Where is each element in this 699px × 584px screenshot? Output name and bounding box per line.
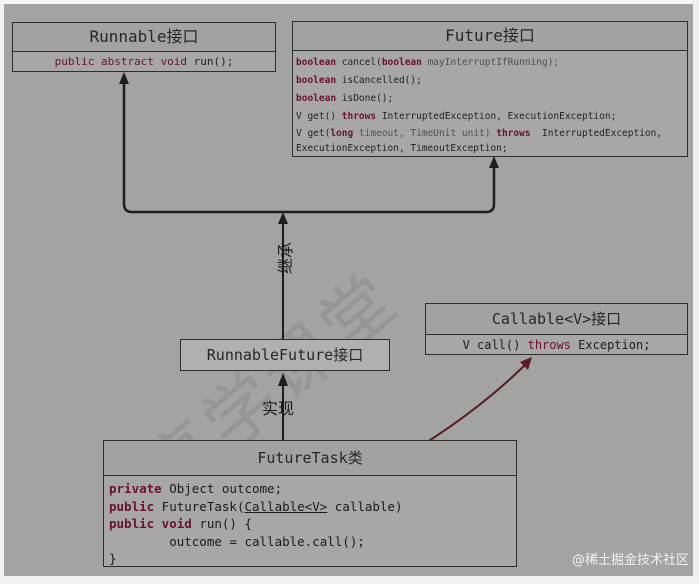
runnable-method-modifiers: public abstract void <box>54 55 188 68</box>
callable-title: Callable<V>接口 <box>426 304 687 335</box>
futuretask-title: FutureTask类 <box>104 441 516 476</box>
futuretask-code: private Object outcome; public FutureTas… <box>104 476 516 568</box>
method-text: mayInterruptIfRunning); <box>421 57 560 68</box>
method-text: Exception; <box>570 338 651 352</box>
keyword: long <box>330 128 354 139</box>
method-text: InterruptedException, ExecutionException… <box>376 111 617 122</box>
extends-label: 继承 <box>276 241 296 275</box>
arrowhead-runnable <box>119 72 129 84</box>
keyword: void <box>154 516 192 531</box>
future-method-get-timeout-cont: ExecutionException, TimeoutException; <box>296 141 687 156</box>
frame-border <box>0 0 699 4</box>
method-text: ExecutionException, TimeoutException; <box>296 142 508 154</box>
keyword: throws <box>341 111 377 122</box>
code-line: public FutureTask(Callable<V> callable) <box>109 498 516 516</box>
code-line: public void run() { <box>109 515 516 533</box>
arrowhead-implements <box>278 373 288 386</box>
keyword: public <box>109 516 155 531</box>
future-method-isdone: boolean isDone(); <box>296 90 687 108</box>
method-text: timeout, TimeUnit unit) <box>353 128 497 139</box>
frame-border <box>693 0 699 584</box>
callable-param-type: Callable<V> <box>244 498 328 514</box>
code-text: Object outcome; <box>161 481 283 496</box>
runnable-method-name: run(); <box>187 55 234 68</box>
code-text: FutureTask( <box>154 498 245 514</box>
arrowhead-extends <box>278 212 288 224</box>
method-text: cancel( <box>336 57 382 68</box>
futuretask-class-box: FutureTask类 private Object outcome; publ… <box>103 440 517 567</box>
future-methods: boolean cancel(boolean mayInterruptIfRun… <box>293 51 687 155</box>
future-method-get: V get() throws InterruptedException, Exe… <box>296 108 687 126</box>
method-text: V get( <box>296 128 331 139</box>
method-text: V call() <box>462 338 528 352</box>
code-line: } <box>109 551 117 566</box>
frame-border <box>0 0 4 584</box>
runnable-interface-box: Runnable接口 public abstract void run(); <box>12 22 276 72</box>
keyword: boolean <box>381 57 422 68</box>
keyword: public <box>109 498 155 514</box>
future-method-get-timeout: V get(long timeout, TimeUnit unit) throw… <box>296 126 687 141</box>
source-credit: @稀土掘金技术社区 <box>571 553 689 568</box>
runnable-method: public abstract void run(); <box>13 52 275 72</box>
frame-border <box>0 576 699 584</box>
callable-interface-box: Callable<V>接口 V call() throws Exception; <box>425 303 688 355</box>
future-title: Future接口 <box>293 22 687 51</box>
callable-method: V call() throws Exception; <box>426 335 687 355</box>
code-text: run() { <box>191 516 253 531</box>
keyword: boolean <box>296 57 337 68</box>
keyword: private <box>109 481 162 496</box>
method-text: isCancelled(); <box>336 75 422 86</box>
method-text: isDone(); <box>336 93 394 104</box>
method-text: InterruptedException, <box>530 128 663 139</box>
future-method-iscancelled: boolean isCancelled(); <box>296 72 687 90</box>
arrowhead-future <box>489 156 499 168</box>
method-text: V get() <box>296 111 342 122</box>
keyword: boolean <box>296 75 337 86</box>
code-line: outcome = callable.call(); <box>109 533 365 549</box>
code-text: callable) <box>327 498 403 514</box>
arrowhead-callable <box>520 357 532 370</box>
future-method-cancel: boolean cancel(boolean mayInterruptIfRun… <box>296 54 687 72</box>
future-interface-box: Future接口 boolean cancel(boolean mayInter… <box>292 21 688 157</box>
keyword: boolean <box>296 93 337 104</box>
keyword: throws <box>496 128 531 139</box>
keyword: throws <box>527 338 571 352</box>
runnablefuture-title: RunnableFuture接口 <box>206 346 364 364</box>
runnable-title: Runnable接口 <box>13 23 275 52</box>
runnablefuture-interface-box: RunnableFuture接口 <box>180 339 390 371</box>
implements-label: 实现 <box>262 399 295 418</box>
inheritance-bus <box>122 78 496 214</box>
code-line: private Object outcome; <box>109 480 516 498</box>
